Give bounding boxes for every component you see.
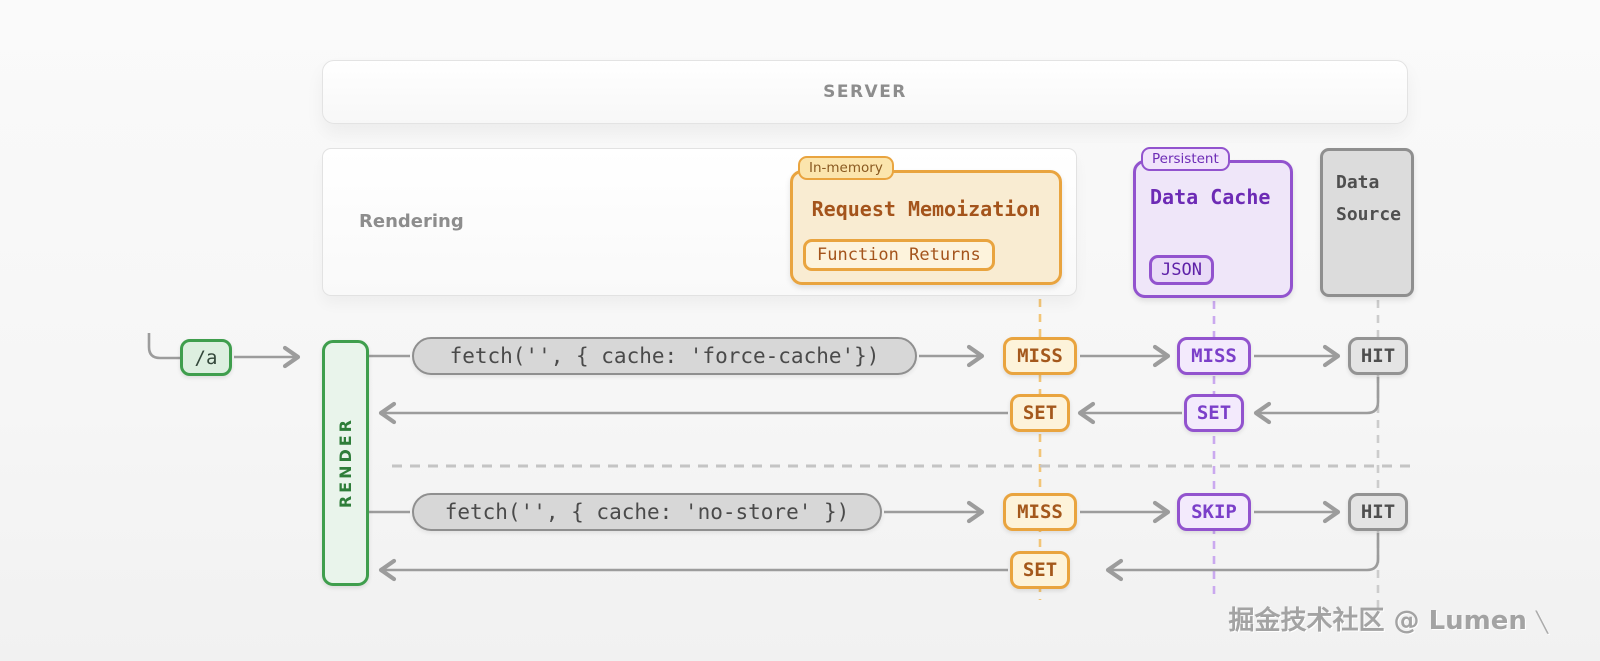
request-memoization-title: Request Memoization <box>811 197 1041 221</box>
render-label: RENDER <box>336 417 355 509</box>
source1-return-arrow <box>1253 377 1380 425</box>
data-source-title: Data Source <box>1336 167 1401 232</box>
flow1-data-source-result-badge: HIT <box>1348 337 1408 375</box>
flow1-data-cache-result-badge: MISS <box>1177 337 1251 375</box>
fetch-call-no-store: fetch('', { cache: 'no-store' }) <box>412 493 882 531</box>
server-box: SERVER <box>322 60 1408 124</box>
route-hook-line <box>147 333 184 360</box>
watermark-cursor-mark: ╲ <box>1535 610 1548 634</box>
flow2-data-source-result-badge: HIT <box>1348 493 1408 531</box>
watermark: 掘金技术社区 @ Lumen ╲ <box>1228 600 1548 637</box>
source2-return-arrow <box>1105 533 1380 582</box>
data-cache-box: Data Cache JSON <box>1133 160 1293 298</box>
server-label: SERVER <box>823 82 907 102</box>
data-cache-title: Data Cache <box>1150 185 1271 209</box>
data-source-line2: Source <box>1336 204 1402 226</box>
flow2-memo-set-badge: SET <box>1010 551 1070 589</box>
flow1-data-cache-set-badge: SET <box>1184 394 1244 432</box>
fetch-call-force-cache: fetch('', { cache: 'force-cache'}) <box>412 337 917 375</box>
route-chip: /a <box>180 339 232 376</box>
rendering-label: Rendering <box>359 211 464 232</box>
watermark-text: 掘金技术社区 @ Lumen <box>1228 606 1527 636</box>
data-cache-tag: Persistent <box>1141 147 1230 171</box>
flow1-memo-result-badge: MISS <box>1003 337 1077 375</box>
data-source-line1: Data <box>1336 172 1380 193</box>
request-memoization-box: Request Memoization Function Returns <box>790 170 1062 285</box>
flow1-memo-set-badge: SET <box>1010 394 1070 432</box>
memoization-tag: In-memory <box>798 156 894 180</box>
flow2-data-cache-result-badge: SKIP <box>1177 493 1251 531</box>
function-returns-chip: Function Returns <box>803 239 995 271</box>
data-source-box: Data Source <box>1320 148 1414 297</box>
render-box: RENDER <box>322 340 369 586</box>
flow2-memo-result-badge: MISS <box>1003 493 1077 531</box>
json-chip: JSON <box>1149 255 1214 285</box>
